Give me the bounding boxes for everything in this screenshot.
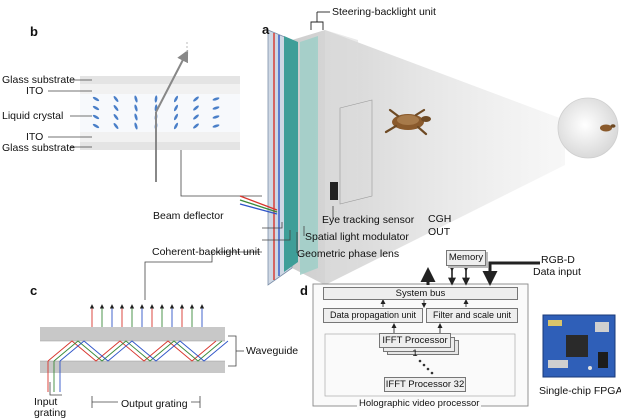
memory-box: Memory xyxy=(446,250,486,266)
steering-backlight-label: Steering-backlight unit xyxy=(332,6,436,18)
ito-top-layer xyxy=(80,84,240,94)
panel-label-a: a xyxy=(262,22,270,37)
layer-leader-lines xyxy=(48,79,92,148)
eye-tracking-sensor-box xyxy=(330,182,338,200)
panel-label-c: c xyxy=(30,283,38,298)
lc-molecules xyxy=(92,95,220,130)
rgbd-label: RGB-D xyxy=(541,254,575,266)
panel-label-d: d xyxy=(300,283,308,298)
lc-molecule xyxy=(134,122,138,130)
spatial-light-modulator-panel xyxy=(284,36,298,272)
lc-molecule xyxy=(113,105,119,111)
lc-molecule xyxy=(212,115,220,119)
rgbd-input-arrow xyxy=(482,261,540,286)
red-beam xyxy=(239,195,278,211)
lc-molecule xyxy=(92,114,100,120)
glass-substrate-bottom-layer xyxy=(80,142,240,150)
lc-molecule xyxy=(134,113,138,121)
lc-molecule xyxy=(113,96,119,102)
ifft-processor-32-box: IFFT Processor 32 xyxy=(384,377,466,392)
lc-molecule xyxy=(173,122,179,130)
fpga-label: Single-chip FPGA xyxy=(539,385,621,397)
waveguide-ray xyxy=(59,340,229,362)
lc-molecule xyxy=(173,104,179,112)
hologram-volume-grid xyxy=(339,99,373,205)
input-grating-bracket xyxy=(49,382,62,396)
panel-label-b: b xyxy=(30,24,38,39)
display-system-diagram xyxy=(267,11,619,286)
waveguide-diagram xyxy=(40,304,244,408)
rear-panel-glass xyxy=(325,30,358,285)
glass-substrate-top-label: Glass substrate xyxy=(2,74,75,86)
lc-molecule xyxy=(193,105,199,111)
bus-arrows xyxy=(380,299,469,333)
waveguide-bracket xyxy=(228,335,237,367)
waveguide-ray xyxy=(53,340,223,362)
lc-molecule xyxy=(92,96,100,102)
beam-deflector-label: Beam deflector xyxy=(153,210,224,222)
lc-molecule xyxy=(92,123,100,129)
waveguide-output-arrows xyxy=(89,304,205,327)
lc-molecule xyxy=(113,123,119,129)
lc-molecule xyxy=(154,95,158,103)
output-grating-label: Output grating xyxy=(118,398,191,410)
stack-leader-lines xyxy=(262,206,334,253)
input-grating-label-1: Input xyxy=(34,396,58,408)
lc-molecule xyxy=(212,106,220,110)
processor-caption: Holographic video processor xyxy=(357,398,482,410)
ito-top-label: ITO xyxy=(26,85,44,97)
lc-molecule xyxy=(193,96,199,102)
glass-substrate-bottom-label: Glass substrate xyxy=(2,142,75,154)
viewer-eye xyxy=(557,97,619,159)
lc-molecule xyxy=(134,95,138,103)
glass-substrate-top-layer xyxy=(80,76,240,84)
waveguide-top-grating xyxy=(40,327,225,341)
lc-molecule xyxy=(173,113,179,121)
lc-molecule xyxy=(212,97,220,101)
liquid-crystal-label: Liquid crystal xyxy=(2,110,64,122)
waveguide-bottom-grating xyxy=(40,361,225,373)
geometric-phase-lens-panel xyxy=(300,36,318,275)
lc-molecule xyxy=(212,124,220,128)
cgh-label: CGH xyxy=(428,213,452,225)
input-grating-label-2: grating xyxy=(34,407,67,419)
ito-bottom-layer xyxy=(80,132,240,142)
lc-molecule xyxy=(193,114,199,120)
turtle-hologram xyxy=(384,108,431,136)
green-beam xyxy=(239,199,278,213)
projection-beam-cone xyxy=(292,30,565,285)
lc-cell-diagram xyxy=(48,40,240,182)
ito-bottom-label: ITO xyxy=(26,131,44,143)
coherent-backlight-leader xyxy=(144,251,262,300)
coherent-backlight-label: Coherent-backlight unit xyxy=(152,246,260,258)
lc-molecule xyxy=(92,105,100,111)
out-label: OUT xyxy=(428,226,451,238)
lc-molecule xyxy=(173,95,179,103)
data-propagation-box: Data propagation unit xyxy=(323,308,423,323)
ifft-processor-1-box: IFFT Processor 1 xyxy=(379,333,451,359)
data-input-label: Data input xyxy=(533,266,581,278)
slm-label: Spatial light modulator xyxy=(305,231,409,243)
ifft-ellipsis-dots xyxy=(418,359,434,375)
fpga-board-photo xyxy=(542,314,616,378)
waveguide-label: Waveguide xyxy=(246,345,299,357)
beam-deflector-leader xyxy=(180,150,262,197)
waveguide-ray xyxy=(47,340,217,362)
lc-molecule xyxy=(113,114,119,120)
waveguide-rays xyxy=(47,340,229,392)
eye-tracking-label: Eye tracking sensor xyxy=(322,214,415,226)
filter-scale-box: Filter and scale unit xyxy=(426,308,518,323)
blue-beam xyxy=(239,203,278,215)
retina-turtle-icon xyxy=(600,124,616,132)
lc-molecule xyxy=(134,104,138,112)
system-bus-box: System bus xyxy=(323,287,518,300)
lc-molecule xyxy=(193,123,199,129)
gp-lens-label: Geometric phase lens xyxy=(297,248,400,260)
steering-bracket xyxy=(310,21,324,30)
deflected-beam-arrow xyxy=(155,49,189,113)
